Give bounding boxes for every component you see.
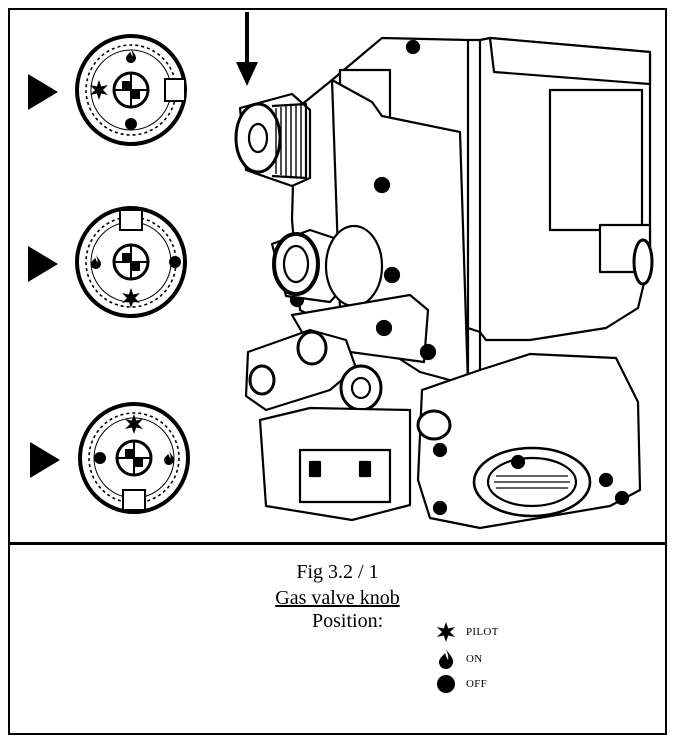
filled-circle-icon (437, 675, 455, 693)
legend-label-pilot: PILOT (466, 626, 499, 638)
figure-title: Gas valve knob (275, 587, 400, 609)
legend-label-on: ON (466, 653, 483, 665)
knob-on-position (28, 206, 187, 318)
gas-valve-body (234, 36, 654, 530)
knob-pilot-position (28, 34, 187, 146)
legend-label-off: OFF (466, 678, 488, 690)
pointer-arrow-icon (28, 246, 58, 282)
figure-number: Fig 3.2 / 1 (296, 561, 379, 583)
down-arrow-icon (236, 12, 258, 86)
legend-item-off: OFF (434, 673, 487, 695)
legend-item-pilot: PILOT (434, 621, 499, 643)
gas-valve-illustration (28, 12, 654, 530)
caption-divider (8, 542, 667, 545)
pointer-arrow-icon (28, 74, 58, 110)
position-label: Position: (312, 610, 384, 632)
figure-frame (8, 8, 667, 735)
legend-item-on: ON (434, 648, 483, 670)
flame-icon (439, 649, 454, 669)
pointer-arrow-icon (30, 442, 60, 478)
knob-off-position (30, 402, 190, 514)
pilot-star-icon (437, 622, 455, 642)
figure-caption: Fig 3.2 / 1 Gas valve knob Position: PIL… (10, 545, 665, 733)
